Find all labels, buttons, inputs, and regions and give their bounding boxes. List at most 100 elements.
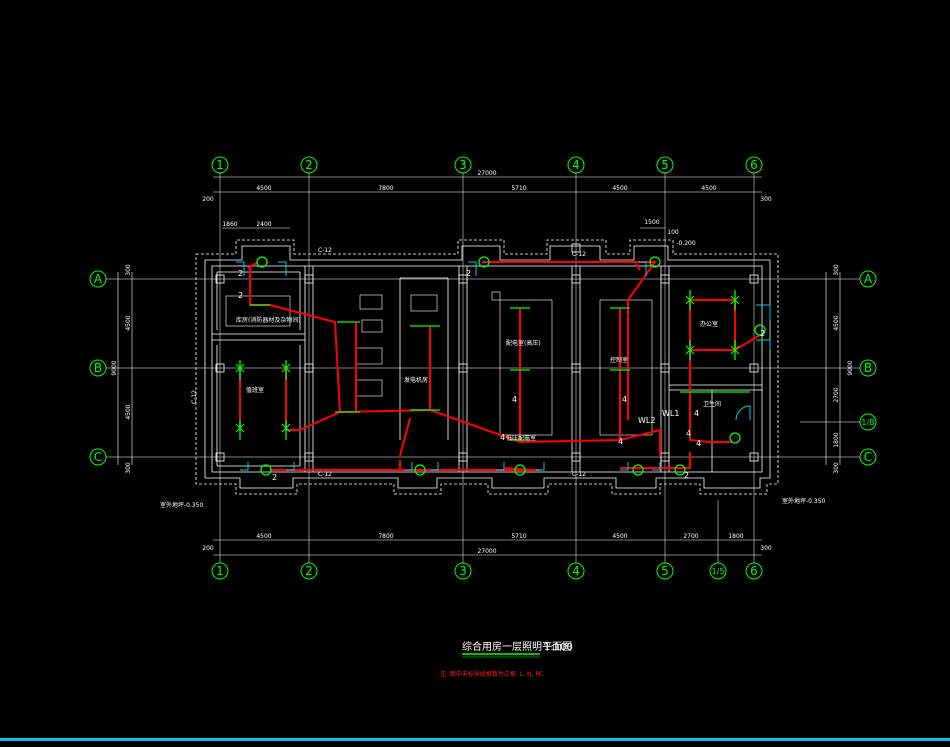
svg-text:C-12: C-12 <box>572 471 586 478</box>
svg-text:100: 100 <box>667 229 679 236</box>
svg-text:300: 300 <box>833 264 840 276</box>
svg-text:4: 4 <box>618 437 623 446</box>
axis-label: 4 <box>572 158 580 172</box>
svg-text:4: 4 <box>622 395 627 404</box>
room-label: 配电室(高压) <box>506 339 541 347</box>
svg-text:200: 200 <box>202 545 214 552</box>
room-label: 控制室 <box>610 356 628 364</box>
bottom-status-bar <box>0 738 950 741</box>
svg-text:1500: 1500 <box>644 219 659 226</box>
panel-labels: WL2 WL1 <box>638 409 679 425</box>
svg-text:2700: 2700 <box>683 533 698 540</box>
svg-text:2: 2 <box>238 291 243 300</box>
svg-text:2: 2 <box>272 473 277 482</box>
svg-text:5710: 5710 <box>511 533 526 540</box>
room-label: 值班室 <box>246 386 264 394</box>
columns <box>215 243 759 462</box>
axis-label: 1 <box>216 158 224 172</box>
svg-text:-0.200: -0.200 <box>676 240 696 247</box>
svg-text:室外地坪-0.350: 室外地坪-0.350 <box>160 501 204 509</box>
side-notes: 室外地坪-0.350 室外地坪-0.350 <box>160 497 826 509</box>
axis-label: 1 <box>216 564 224 578</box>
room-labels: 库房(消防器材及杂物间) 办公室 值班室 配电室(高压) 低压配电室 发电机房 … <box>236 316 721 442</box>
svg-text:1800: 1800 <box>728 533 743 540</box>
svg-text:300: 300 <box>125 264 132 276</box>
svg-text:WL2: WL2 <box>638 416 655 425</box>
svg-text:1800: 1800 <box>833 432 840 447</box>
svg-text:4: 4 <box>500 433 505 442</box>
svg-text:2400: 2400 <box>256 221 271 228</box>
svg-text:4: 4 <box>694 409 699 418</box>
axis-bubbles-bottom <box>211 562 763 580</box>
scale-text: 1:100 <box>544 642 573 653</box>
axis-labels-rows: A B C A B 1/B C <box>94 272 875 464</box>
axis-label: C <box>864 450 872 464</box>
axis-label: 2 <box>305 564 313 578</box>
room-label: 卫生间 <box>703 400 721 408</box>
svg-text:2700: 2700 <box>833 387 840 402</box>
svg-text:室外地坪-0.350: 室外地坪-0.350 <box>782 497 826 505</box>
svg-text:9000: 9000 <box>847 360 854 375</box>
building-walls <box>195 239 779 495</box>
svg-text:300: 300 <box>760 196 772 203</box>
svg-text:27000: 27000 <box>477 170 496 177</box>
svg-text:4500: 4500 <box>701 185 716 192</box>
title-text: 综合用房一层照明平面图 <box>462 640 572 653</box>
svg-text:4500: 4500 <box>125 404 132 419</box>
equipment-cabinets <box>225 291 653 436</box>
svg-text:C-12: C-12 <box>191 390 198 404</box>
svg-text:4500: 4500 <box>256 185 271 192</box>
axis-label: 6 <box>750 158 758 172</box>
svg-text:300: 300 <box>125 462 132 474</box>
axis-label: 1/B <box>861 418 874 427</box>
axis-labels-top: 1 2 3 4 5 6 <box>216 158 758 172</box>
svg-text:C-12: C-12 <box>572 251 586 258</box>
room-label: 低压配电室 <box>506 434 536 442</box>
grid-lines <box>106 173 860 563</box>
room-label: 发电机房 <box>404 376 428 384</box>
svg-text:300: 300 <box>833 462 840 474</box>
circuit-labels: 2 2 2 2 4 4 4 4 4 4 4 2 2 <box>238 269 765 482</box>
axis-label: 2 <box>305 158 313 172</box>
axis-label: 5 <box>661 158 669 172</box>
axis-label: 5 <box>661 564 669 578</box>
light-fixtures <box>239 256 766 476</box>
room-label: 库房(消防器材及杂物间) <box>236 316 301 324</box>
axis-label: 3 <box>459 564 467 578</box>
svg-text:4: 4 <box>686 429 691 438</box>
fixture-crosses <box>235 295 740 433</box>
svg-text:2: 2 <box>238 269 243 278</box>
svg-text:7800: 7800 <box>378 533 393 540</box>
axis-label: 1/5 <box>712 567 725 576</box>
doors <box>236 261 771 471</box>
axis-label: 3 <box>459 158 467 172</box>
axis-label: B <box>864 361 872 375</box>
small-labels: C-12 C-12 C-12 C-12 C-12 <box>191 247 586 478</box>
dimension-texts: 27000 4500 7800 5710 4500 4500 200 300 1… <box>202 170 772 555</box>
svg-text:300: 300 <box>760 545 772 552</box>
svg-text:5710: 5710 <box>511 185 526 192</box>
svg-text:200: 200 <box>202 196 214 203</box>
svg-text:1860: 1860 <box>222 221 237 228</box>
axis-label: A <box>864 272 873 286</box>
svg-text:2: 2 <box>684 471 689 480</box>
axis-label: C <box>94 450 102 464</box>
note-text: 注: 图中未标导线根数为三根: L, N, PE. <box>440 670 545 678</box>
svg-text:4500: 4500 <box>125 315 132 330</box>
svg-text:7800: 7800 <box>378 185 393 192</box>
dimension-lines <box>117 176 841 556</box>
dimension-texts-vertical: 9000 300 4500 4500 300 9000 300 4500 270… <box>111 264 854 474</box>
svg-text:4: 4 <box>512 395 517 404</box>
axis-labels-bottom: 1 2 3 4 5 1/5 6 <box>216 564 758 578</box>
svg-text:4500: 4500 <box>612 533 627 540</box>
svg-text:4500: 4500 <box>256 533 271 540</box>
svg-text:4500: 4500 <box>833 315 840 330</box>
svg-text:C-12: C-12 <box>318 471 332 478</box>
svg-text:27000: 27000 <box>477 548 496 555</box>
svg-text:4500: 4500 <box>612 185 627 192</box>
svg-text:2: 2 <box>466 269 471 278</box>
svg-text:4: 4 <box>696 439 701 448</box>
svg-text:C-12: C-12 <box>318 247 332 254</box>
svg-text:9000: 9000 <box>111 360 118 375</box>
